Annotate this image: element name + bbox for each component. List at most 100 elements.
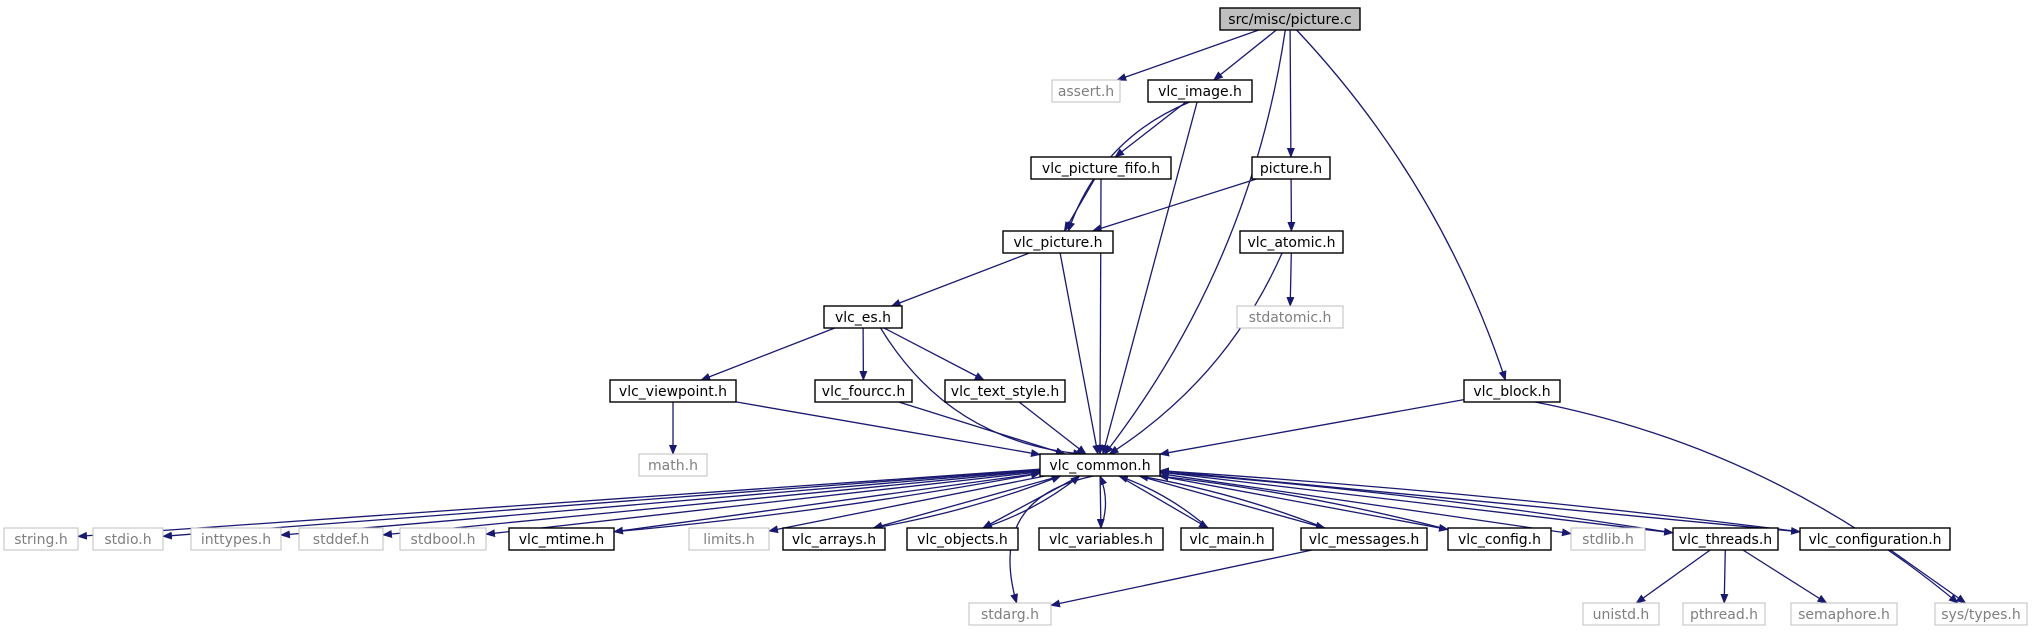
node-box: [1002, 230, 1114, 254]
node-box: [1030, 156, 1172, 180]
edge-picture-c-to-picture-h: [1286, 29, 1295, 158]
node-label: vlc_viewpoint.h: [619, 384, 727, 400]
node-vlc-variables-h[interactable]: vlc_variables.h: [1038, 527, 1164, 551]
node-box: [1147, 79, 1253, 103]
edge-picture-c-to-vlc-common-h: [1104, 29, 1286, 455]
edge-vlc-fourcc-h-to-vlc-common-h: [898, 401, 1066, 456]
node-label: sys/types.h: [1941, 607, 2020, 623]
edge-vlc-common-h-to-inttypes-h: [280, 469, 1041, 539]
node-box: [1219, 7, 1361, 31]
node-label: string.h: [14, 532, 68, 548]
node-label: stddef.h: [313, 532, 369, 548]
node-box: [688, 527, 770, 551]
node-label: stdarg.h: [981, 607, 1039, 623]
node-box: [1239, 230, 1344, 254]
edge-vlc-viewpoint-h-to-vlc-common-h: [735, 401, 1041, 458]
node-vlc-image-h[interactable]: vlc_image.h: [1147, 79, 1253, 103]
node-label: vlc_fourcc.h: [822, 384, 905, 400]
edge-vlc-picture-fifo-h-to-vlc-picture-h: [1063, 178, 1096, 232]
node-box: [1934, 602, 2028, 626]
node-label: stdatomic.h: [1249, 310, 1332, 326]
edge-vlc-threads-h-to-vlc-common-h: [1159, 468, 1674, 534]
edge-vlc-common-h-to-vlc-main-h: [1118, 475, 1209, 529]
node-vlc-threads-h[interactable]: vlc_threads.h: [1672, 527, 1779, 551]
node-label: stdbool.h: [411, 532, 476, 548]
edge-vlc-picture-h-to-vlc-common-h: [1059, 252, 1101, 455]
edge-vlc-block-h-to-vlc-common-h: [1159, 398, 1465, 457]
edge-vlc-threads-h-to-semaphore-h: [1742, 549, 1828, 604]
node-label: vlc_image.h: [1158, 84, 1242, 100]
node-label: stdlib.h: [1582, 532, 1634, 548]
node-vlc-mtime-h[interactable]: vlc_mtime.h: [508, 527, 615, 551]
edge-picture-c-to-vlc-image-h: [1213, 29, 1277, 81]
node-label: vlc_atomic.h: [1247, 235, 1335, 251]
node-label: vlc_picture.h: [1013, 235, 1102, 251]
node-stdbool-h: stdbool.h: [399, 527, 487, 551]
node-box: [1251, 156, 1331, 180]
edge-vlc-common-h-to-string-h: [77, 468, 1041, 540]
edge-vlc-image-h-to-vlc-picture-fifo-h: [1114, 101, 1187, 158]
edge-picture-h-to-vlc-picture-h: [1091, 178, 1257, 233]
node-box: [508, 527, 615, 551]
node-label: vlc_main.h: [1189, 532, 1264, 548]
node-vlc-picture-h[interactable]: vlc_picture.h: [1002, 230, 1114, 254]
edge-vlc-common-h-to-vlc-config-h: [1159, 475, 1449, 532]
node-label: math.h: [648, 458, 698, 474]
node-vlc-fourcc-h[interactable]: vlc_fourcc.h: [814, 379, 913, 403]
edge-vlc-common-h-to-stdio-h: [162, 468, 1041, 540]
edge-vlc-atomic-h-to-vlc-common-h: [1108, 252, 1283, 455]
node-label: src/misc/picture.c: [1228, 12, 1351, 28]
node-box: [1180, 527, 1274, 551]
node-box: [1039, 453, 1161, 477]
node-stdatomic-h: stdatomic.h: [1236, 305, 1344, 329]
node-box: [298, 527, 384, 551]
node-label: unistd.h: [1593, 607, 1650, 623]
edge-vlc-common-h-to-vlc-arrays-h: [872, 475, 1061, 530]
node-vlc-text-style-h[interactable]: vlc_text_style.h: [944, 379, 1066, 403]
node-vlc-arrays-h[interactable]: vlc_arrays.h: [782, 527, 886, 551]
node-box: [823, 305, 903, 329]
node-box: [92, 527, 164, 551]
node-stddef-h: stddef.h: [298, 527, 384, 551]
node-box: [1447, 527, 1552, 551]
edge-vlc-common-h-to-vlc-variables-h: [1096, 475, 1105, 529]
node-box: [1300, 527, 1428, 551]
edge-vlc-main-h-to-vlc-common-h: [1117, 475, 1209, 529]
node-picture-h[interactable]: picture.h: [1251, 156, 1331, 180]
node-box: [190, 527, 282, 551]
node-label: vlc_config.h: [1458, 532, 1541, 548]
edge-vlc-messages-h-to-stdarg-h: [1050, 549, 1313, 608]
edge-vlc-common-h-to-stddef-h: [382, 470, 1041, 539]
node-box: [906, 527, 1019, 551]
node-stdlib-h: stdlib.h: [1570, 527, 1646, 551]
edge-vlc-mtime-h-to-vlc-common-h: [613, 470, 1041, 533]
node-vlc-common-h[interactable]: vlc_common.h: [1039, 453, 1161, 477]
node-vlc-block-h[interactable]: vlc_block.h: [1463, 379, 1561, 403]
node-vlc-config-h[interactable]: vlc_config.h: [1447, 527, 1552, 551]
node-vlc-es-h[interactable]: vlc_es.h: [823, 305, 903, 329]
node-unistd-h: unistd.h: [1582, 602, 1660, 626]
node-semaphore-h: semaphore.h: [1790, 602, 1898, 626]
node-vlc-main-h[interactable]: vlc_main.h: [1180, 527, 1274, 551]
node-vlc-atomic-h[interactable]: vlc_atomic.h: [1239, 230, 1344, 254]
node-vlc-objects-h[interactable]: vlc_objects.h: [906, 527, 1019, 551]
edge-vlc-es-h-to-vlc-viewpoint-h: [700, 327, 836, 381]
node-box: [1463, 379, 1561, 403]
node-string-h: string.h: [3, 527, 79, 551]
node-picture-c[interactable]: src/misc/picture.c: [1219, 7, 1361, 31]
node-box: [1682, 602, 1766, 626]
node-vlc-viewpoint-h[interactable]: vlc_viewpoint.h: [609, 379, 737, 403]
edge-vlc-atomic-h-to-stdatomic-h: [1286, 252, 1295, 307]
edge-vlc-threads-h-to-pthread-h: [1720, 549, 1729, 604]
edge-vlc-common-h-to-vlc-threads-h: [1159, 471, 1674, 536]
node-vlc-messages-h[interactable]: vlc_messages.h: [1300, 527, 1428, 551]
node-label: vlc_threads.h: [1679, 532, 1772, 548]
edge-vlc-threads-h-to-unistd-h: [1635, 549, 1711, 604]
node-math-h: math.h: [638, 453, 708, 477]
node-vlc-picture-fifo-h[interactable]: vlc_picture_fifo.h: [1030, 156, 1172, 180]
node-vlc-configuration-h[interactable]: vlc_configuration.h: [1799, 527, 1951, 551]
edge-vlc-text-style-h-to-vlc-common-h: [1018, 401, 1087, 455]
node-stdarg-h: stdarg.h: [968, 602, 1052, 626]
